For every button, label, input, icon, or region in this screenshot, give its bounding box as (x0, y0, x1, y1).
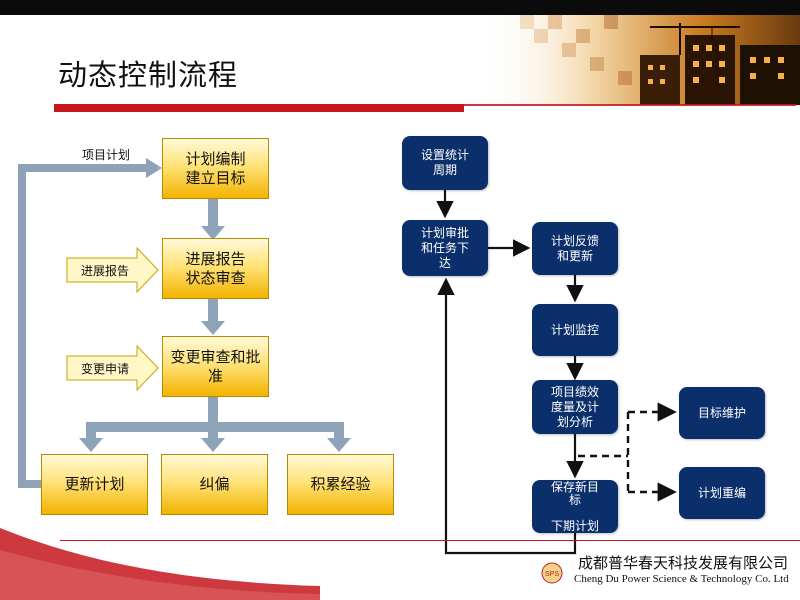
progress-report-input-label: 进展报告 (80, 263, 129, 278)
construction-header-image (480, 15, 800, 105)
right-dashed-arrows (578, 402, 677, 502)
change-review-box: 变更审查和批 准 (162, 336, 269, 397)
experience-box: 积累经验 (287, 454, 394, 515)
correction-box: 纠偏 (161, 454, 268, 515)
company-name-en: Cheng Du Power Science & Technology Co. … (574, 573, 789, 585)
left-gray-arrows (18, 158, 351, 488)
update-plan-box: 更新计划 (41, 454, 148, 515)
right-flow-arrows (436, 190, 584, 555)
page-title: 动态控制流程 (58, 58, 239, 92)
title-accent-bar (54, 104, 464, 112)
svg-text:SPS: SPS (545, 571, 559, 578)
footer-swoosh (0, 528, 320, 600)
feedback-update-box: 计划反馈 和更新 (532, 222, 618, 275)
left-input-arrows (66, 246, 159, 392)
change-request-input-label: 变更申请 (80, 361, 129, 376)
plan-monitor-box: 计划监控 (532, 304, 618, 356)
approve-assign-box: 计划审批 和任务下 达 (402, 220, 488, 276)
company-logo-icon: SPS (541, 562, 563, 584)
project-plan-label: 项目计划 (82, 148, 131, 162)
plan-compile-box: 计划编制 建立目标 (162, 138, 269, 199)
target-maintenance-box: 目标维护 (679, 387, 765, 439)
performance-analysis-box: 项目绩效 度量及计 划分析 (532, 380, 618, 434)
progress-report-box: 进展报告 状态审查 (162, 238, 269, 299)
footer-rule (60, 540, 800, 541)
top-black-bar (0, 0, 800, 15)
replan-box: 计划重编 (679, 467, 765, 519)
company-name-cn: 成都普华春天科技发展有限公司 (578, 554, 789, 572)
save-target-box: 保存新目 标 下期计划 (532, 480, 618, 533)
set-period-box: 设置统计 周期 (402, 136, 488, 190)
